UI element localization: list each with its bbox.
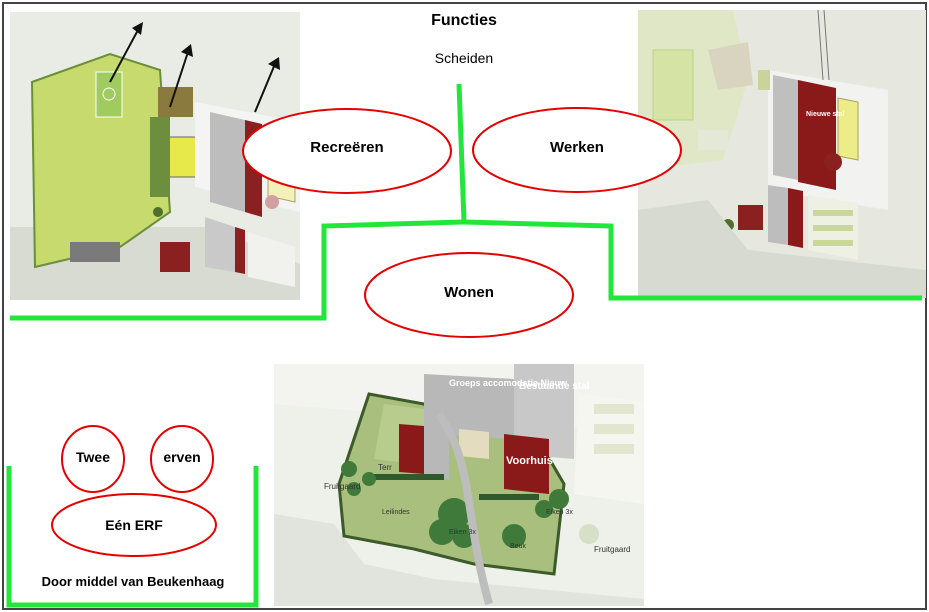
work-ellipse [472,107,682,193]
live-label: Wonen [444,284,494,301]
new-stable-label: Nieuwe stal [806,111,845,118]
lindens-label: Leilindes [382,509,410,516]
yards-label: erven [163,449,201,465]
terrace-label: Terr [378,463,392,472]
existing-stable-label: Bestaande stal [519,381,590,392]
separation-line [6,83,922,608]
work-label: Werken [550,139,604,156]
oaks-right-label: Eiken 3x [546,509,573,516]
one-yard-label: Eén ERF [105,517,163,533]
beech-label: Beuk [510,543,526,550]
orchard-right-label: Fruitgaard [594,545,630,554]
title: Functies [431,12,497,29]
recreate-label: Recreëren [310,139,384,156]
yards-ellipse [150,425,214,493]
orchard-left-label: Fruitgaard [324,482,360,491]
caption: Door middel van Beukenhaag [41,574,225,589]
recreate-ellipse [242,108,452,194]
site-plan-map: Groeps accomodatie Nieuw Bestaande stal … [274,364,644,606]
groups-label: Groeps accomodatie Nieuw [449,378,568,388]
two-ellipse [61,425,125,493]
front-house-label: Voorhuis [506,455,553,467]
live-ellipse [364,252,574,338]
one-yard-ellipse [51,493,217,557]
oaks-left-label: Eiken 3x [449,529,476,536]
two-label: Twee [76,449,110,465]
subtitle: Scheiden [434,50,494,66]
